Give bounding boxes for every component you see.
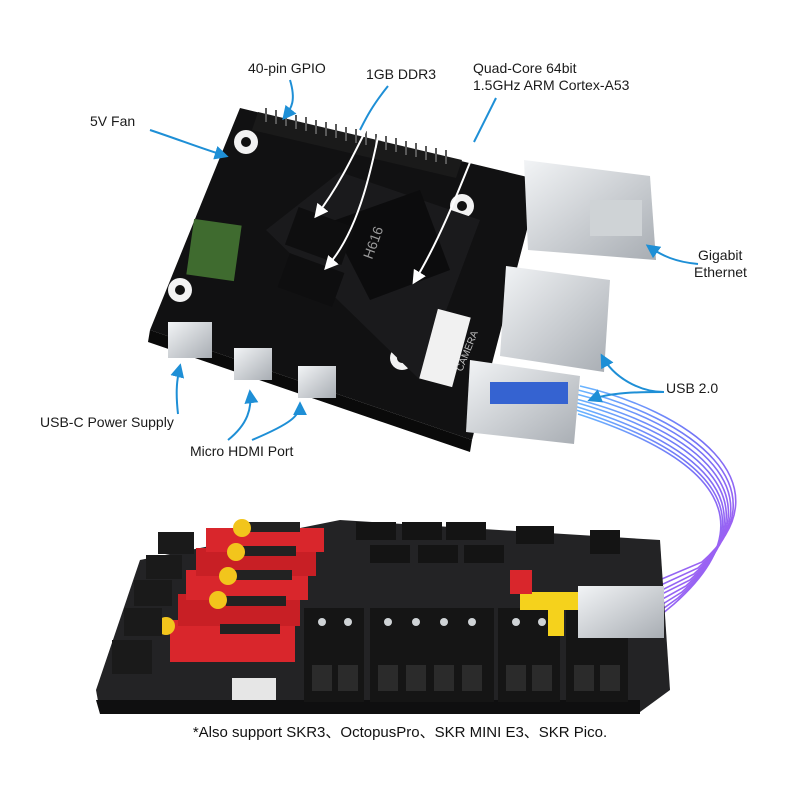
cpu-callout-line2: 1.5GHz ARM Cortex-A53 [473, 77, 630, 93]
power-callout: USB-C Power Supply [40, 414, 174, 430]
white-connector [232, 678, 276, 700]
sbc-board: H616 CAMERA [148, 108, 656, 452]
gpio-arrow [282, 79, 297, 121]
gpio-callout: 40-pin GPIO [248, 60, 326, 76]
fan-callout: 5V Fan [90, 113, 136, 129]
micro-hdmi-port-2 [298, 366, 336, 398]
motherboard [96, 519, 670, 714]
usb-port-tongue [490, 382, 568, 404]
usbc-arrow [170, 363, 185, 415]
ddr-callout: 1GB DDR3 [366, 66, 437, 82]
fan-arrow [149, 129, 229, 160]
hdmi-callout: Micro HDMI Port [190, 443, 294, 459]
hdmi-arrow-1 [227, 389, 259, 441]
micro-hdmi-port-1 [234, 348, 272, 380]
cpu-callout-line1: Quad-Core 64bit [473, 60, 577, 76]
usb-arrow-2 [587, 389, 665, 403]
screw-terminals [304, 608, 628, 702]
usb-arrow-1 [600, 353, 665, 393]
fuse [510, 570, 532, 594]
usb-b-socket [578, 586, 664, 638]
compatibility-footnote: *Also support SKR3、OctopusPro、SKR MINI E… [192, 724, 608, 741]
usb-callout: USB 2.0 [666, 380, 719, 396]
gpio-header [252, 108, 462, 178]
top-headers [356, 522, 620, 563]
ethernet-arrow [645, 244, 699, 265]
stepper-driver-sockets [157, 519, 324, 662]
usb-c-port [168, 322, 212, 358]
ddr-arrow [314, 85, 389, 219]
usb-cable-bundle [571, 385, 737, 625]
yellow-jumper [520, 592, 578, 610]
wifi-module [186, 218, 242, 282]
ethernet-callout-line1: Gigabit [698, 247, 743, 263]
camera-connector [419, 308, 471, 388]
motor-connectors [112, 532, 194, 674]
cpu-arrow [412, 97, 497, 285]
hdmi-arrow-2 [251, 401, 307, 441]
ethernet-callout-line2: Ethernet [694, 264, 747, 280]
ddr-arrow-2 [324, 85, 389, 271]
usb-port-upper [500, 266, 610, 372]
